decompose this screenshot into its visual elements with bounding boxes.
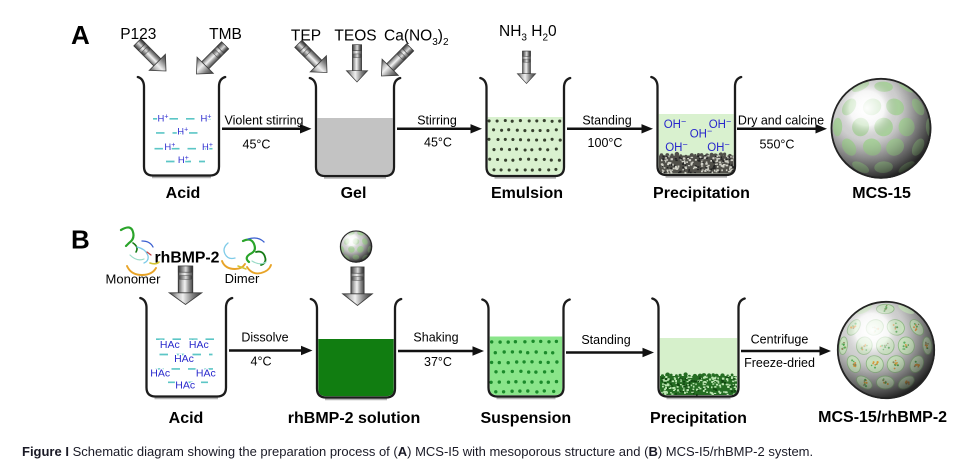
- svg-text:HAc: HAc: [196, 367, 216, 379]
- svg-text:H+: H+: [202, 142, 213, 153]
- svg-text:HAc: HAc: [150, 367, 170, 379]
- svg-text:Freeze-dried: Freeze-dried: [744, 356, 815, 370]
- svg-text:Stirring: Stirring: [417, 114, 457, 128]
- svg-text:HAc: HAc: [175, 380, 195, 392]
- svg-text:Standing: Standing: [581, 333, 630, 347]
- svg-text:4°C: 4°C: [251, 355, 272, 369]
- svg-text:MCS-15: MCS-15: [852, 185, 911, 202]
- svg-text:Violent stirring: Violent stirring: [225, 114, 304, 128]
- svg-text:Precipitation: Precipitation: [650, 410, 747, 427]
- svg-text:Acid: Acid: [166, 185, 201, 202]
- svg-text:Gel: Gel: [341, 185, 367, 202]
- svg-text:Centrifuge: Centrifuge: [751, 333, 809, 347]
- svg-text:rhBMP-2: rhBMP-2: [155, 250, 220, 267]
- svg-text:45°C: 45°C: [243, 138, 271, 152]
- svg-text:H+: H+: [178, 155, 189, 166]
- svg-text:HAc: HAc: [174, 353, 194, 365]
- svg-text:Dissolve: Dissolve: [241, 331, 288, 345]
- svg-text:Standing: Standing: [582, 114, 631, 128]
- svg-text:37°C: 37°C: [424, 355, 452, 369]
- svg-text:Dry and calcine: Dry and calcine: [738, 114, 824, 128]
- svg-text:Precipitation: Precipitation: [653, 185, 750, 202]
- svg-text:TEOS: TEOS: [334, 28, 376, 45]
- svg-text:Monomer: Monomer: [106, 272, 162, 287]
- svg-text:Acid: Acid: [169, 410, 204, 427]
- svg-text:Figure I Schematic diagram sho: Figure I Schematic diagram showing the p…: [22, 444, 813, 459]
- svg-text:OH−: OH−: [709, 117, 732, 132]
- svg-text:Emulsion: Emulsion: [491, 185, 563, 202]
- svg-text:rhBMP-2 solution: rhBMP-2 solution: [288, 410, 420, 427]
- svg-text:OH−: OH−: [664, 117, 687, 132]
- svg-text:MCS-15/rhBMP-2: MCS-15/rhBMP-2: [818, 409, 947, 426]
- svg-text:NH3 H20: NH3 H20: [499, 23, 557, 44]
- svg-text:H+: H+: [158, 114, 169, 125]
- svg-text:H+: H+: [164, 142, 175, 153]
- svg-text:B: B: [71, 225, 90, 255]
- svg-text:HAc: HAc: [189, 339, 209, 351]
- svg-text:550°C: 550°C: [760, 138, 795, 152]
- svg-text:OH−: OH−: [665, 140, 688, 155]
- svg-text:H+: H+: [201, 114, 212, 125]
- svg-text:OH−: OH−: [690, 126, 713, 141]
- svg-text:H+: H+: [177, 127, 188, 138]
- svg-text:Ca(NO3)2: Ca(NO3)2: [384, 28, 449, 49]
- svg-text:HAc: HAc: [160, 339, 180, 351]
- svg-text:A: A: [71, 20, 90, 50]
- svg-text:Suspension: Suspension: [480, 410, 571, 427]
- svg-text:OH−: OH−: [707, 140, 730, 155]
- svg-text:TMB: TMB: [209, 26, 242, 43]
- svg-text:TEP: TEP: [291, 28, 321, 45]
- svg-text:Dimer: Dimer: [225, 271, 260, 286]
- svg-text:Shaking: Shaking: [413, 331, 458, 345]
- svg-text:P123: P123: [120, 26, 156, 43]
- svg-text:100°C: 100°C: [588, 136, 623, 150]
- svg-text:45°C: 45°C: [424, 136, 452, 150]
